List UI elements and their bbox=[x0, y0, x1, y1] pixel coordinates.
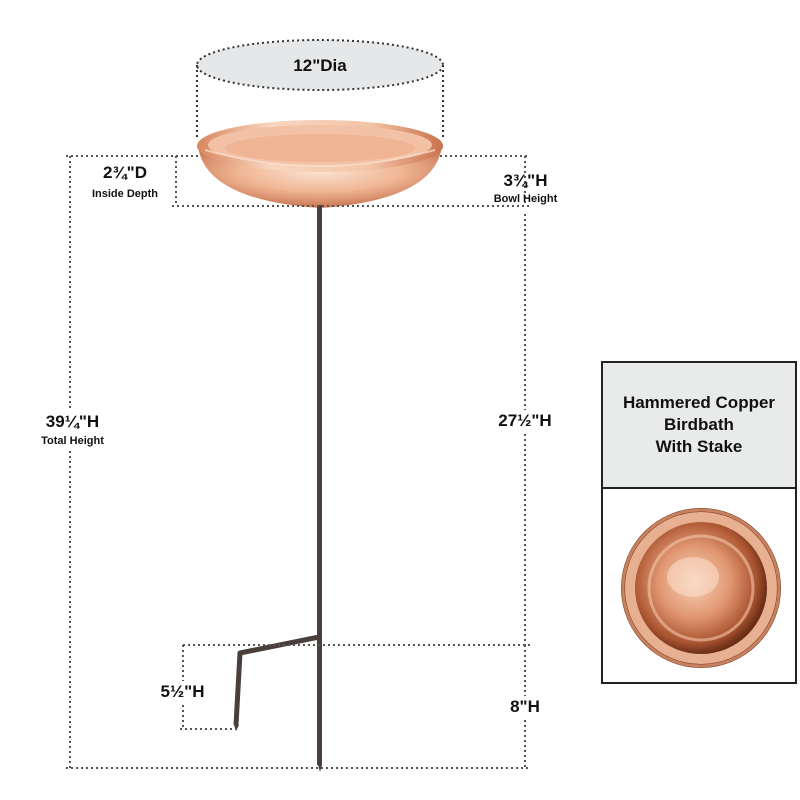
diameter-label: 12"Dia bbox=[293, 56, 347, 75]
inside-depth-callout: 2¾"D Inside Depth bbox=[80, 163, 170, 200]
product-title-line-1: Hammered Copper bbox=[622, 392, 776, 412]
inside-depth-label: Inside Depth bbox=[91, 187, 158, 200]
lower-stake-height-label: 8"H bbox=[495, 696, 555, 719]
total-height-callout: 39¼"H Total Height bbox=[20, 411, 125, 449]
copper-bowl bbox=[197, 120, 443, 208]
metal-stake bbox=[233, 205, 322, 772]
product-title-line-2: Birdbath bbox=[664, 414, 734, 434]
bowl-height-callout: 3¾"H Bowl Height bbox=[478, 171, 573, 205]
total-height-value: 39¼"H bbox=[45, 412, 100, 431]
foot-height-label: 5½"H bbox=[150, 681, 215, 704]
bowl-height-label: Bowl Height bbox=[493, 192, 558, 205]
product-title: Hammered Copper Birdbath With Stake bbox=[603, 363, 795, 489]
diameter-marker bbox=[196, 39, 444, 140]
dimension-lines bbox=[66, 155, 530, 769]
stake-height-label: 27½"H bbox=[485, 410, 565, 433]
total-height-label: Total Height bbox=[41, 434, 104, 447]
bowl-top-view-drawing bbox=[621, 508, 781, 668]
inside-depth-value: 2¾"D bbox=[103, 163, 147, 182]
product-title-line-3: With Stake bbox=[655, 437, 743, 457]
product-info-panel: Hammered Copper Birdbath With Stake bbox=[601, 361, 797, 684]
bowl-top-view-image bbox=[603, 489, 795, 684]
bowl-height-value: 3¾"H bbox=[503, 171, 548, 190]
